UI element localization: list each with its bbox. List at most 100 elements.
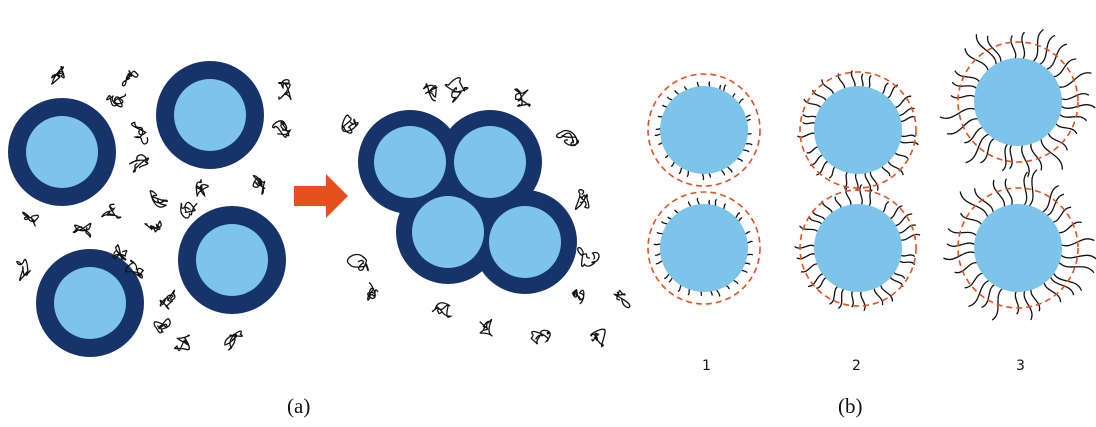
polymer-chain-icon (1045, 193, 1065, 217)
grafted-particle-2 (794, 184, 921, 312)
polymer-chain-icon (964, 126, 985, 144)
polymer-coil-icon (514, 88, 531, 107)
polymer-chain-icon (803, 98, 823, 110)
polymer-chain-icon (887, 159, 904, 176)
polymer-chain-icon (981, 283, 997, 309)
polymer-chain-icon (1059, 253, 1096, 260)
arrow-right-icon (294, 174, 348, 218)
polymer-coil-icon (341, 114, 359, 134)
aggregate-core (412, 196, 484, 268)
polymer-coil-icon (556, 130, 579, 147)
polymer-chain-icon (1051, 206, 1072, 224)
polymer-chain-icon (946, 242, 977, 247)
panel-a-aggregated-particles (358, 110, 577, 294)
polymer-chain-icon (867, 74, 872, 90)
polymer-coil-icon (180, 201, 198, 219)
polymer-chain-icon (893, 150, 909, 161)
polymer-coil-icon (144, 220, 162, 233)
polymer-chain-icon (1027, 169, 1038, 208)
polymer-chain-icon (1051, 58, 1077, 78)
polymer-chain-icon (899, 134, 916, 138)
polymer-chain-icon (939, 107, 978, 120)
polymer-chain-icon (959, 191, 989, 219)
polymer-coil-icon (153, 318, 171, 334)
dashed-ring (647, 73, 761, 187)
polymer-chain-icon (850, 70, 856, 89)
polymer-coil-icon (173, 334, 191, 352)
polymer-chain-icon (1059, 93, 1090, 101)
polymer-coil-icon (530, 329, 551, 345)
polymer-chain-icon (892, 270, 906, 280)
polymer-coil-icon (195, 179, 209, 198)
particle-core (196, 224, 268, 296)
polymer-coil-icon (574, 189, 590, 210)
polymer-chain-icon (1023, 289, 1033, 321)
aggregate-core (489, 206, 561, 278)
polymer-coil-icon (51, 65, 65, 85)
polymer-chain-icon (964, 272, 985, 289)
polymer-coil-icon (577, 246, 600, 267)
particle-core (26, 116, 98, 188)
polymer-chain-icon (821, 79, 835, 96)
panel-a-free-polymer-coils (16, 65, 631, 352)
polymer-coil-icon (72, 222, 92, 239)
polymer-chain-icon (1040, 137, 1063, 170)
polymer-chain-icon (1001, 142, 1010, 172)
polymer-chain-icon (860, 289, 866, 312)
particle-core (54, 267, 126, 339)
polymer-coil-icon (346, 253, 369, 272)
polymer-coil-icon (100, 203, 122, 219)
aggregate-core (374, 126, 446, 198)
polymer-chain-icon (880, 82, 889, 96)
polymer-coil-icon (613, 289, 631, 309)
polymer-chain-icon (837, 73, 846, 91)
polymer-chain-icon (861, 73, 864, 89)
polymer-chain-icon (811, 210, 827, 222)
grafted-particle-1 (647, 73, 761, 187)
dashed-ring (799, 189, 917, 307)
polymer-chain-icon (975, 34, 997, 67)
polymer-chain-icon (1038, 34, 1056, 66)
polymer-coil-icon (422, 83, 438, 102)
polymer-coil-icon (479, 318, 493, 337)
polymer-chain-icon (1014, 289, 1020, 315)
polymer-chain-icon (1054, 121, 1078, 135)
polymer-chain-icon (802, 113, 819, 120)
polymer-chain-icon (859, 184, 863, 207)
dashed-ring (799, 71, 917, 189)
grafted-particle-1 (647, 191, 761, 305)
polymer-chain-icon (897, 259, 916, 266)
polymer-chain-icon (888, 205, 903, 220)
polymer-chain-icon (867, 189, 873, 208)
grafted-particle-2 (797, 70, 919, 192)
polymer-chain-icon (1043, 280, 1062, 303)
polymer-chain-icon (1052, 271, 1083, 291)
polymer-chain-icon (954, 70, 981, 84)
polymer-chain-icon (808, 216, 824, 226)
polymer-chain-icon (1010, 35, 1017, 61)
grafted-core (660, 204, 748, 292)
polymer-chain-icon (951, 81, 979, 91)
polymer-chain-icon (880, 201, 890, 214)
polymer-chain-icon (898, 233, 921, 241)
polymer-chain-icon (968, 279, 992, 308)
panel-a-dispersed-particles (8, 61, 286, 357)
polymer-chain-icon (881, 164, 891, 177)
polymer-chain-icon (1030, 287, 1041, 312)
polymer-coil-icon (159, 289, 176, 310)
panel-a-label: (a) (287, 394, 311, 418)
polymer-chain-icon (1030, 141, 1043, 171)
particle-core (174, 79, 246, 151)
dashed-ring (957, 187, 1079, 309)
polymer-chain-icon (821, 200, 834, 215)
polymer-chain-icon (1057, 260, 1095, 274)
grafted-core (814, 204, 902, 292)
dashed-ring (647, 191, 761, 305)
polymer-chain-icon (1057, 112, 1088, 122)
polymer-coil-icon (431, 302, 453, 318)
polymer-chain-icon (869, 169, 879, 191)
polymer-chain-icon (965, 133, 991, 164)
polymer-coil-icon (130, 121, 149, 145)
